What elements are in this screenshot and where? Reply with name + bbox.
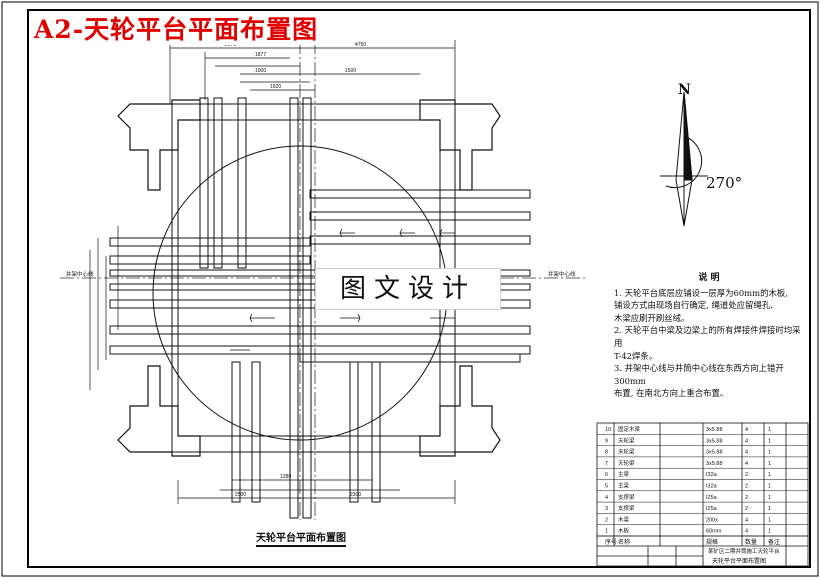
dimension-lines-left [89, 226, 119, 390]
title-block-cell: 60mm [706, 529, 722, 535]
title-block-cell: 2 [605, 517, 608, 523]
title-block-cell: 3x5.88 [706, 450, 723, 456]
title-block-cell: 4 [605, 495, 608, 501]
notes-line: 木梁应刷开刷丝绒。 [614, 312, 690, 323]
title-block-cell: 1 [768, 472, 771, 478]
title-block-cell: 1 [768, 517, 771, 523]
title-block-cell: 支撑梁 [618, 493, 635, 501]
title-block-cell: 1 [768, 438, 771, 444]
title-block-header: 序号 [605, 538, 617, 546]
angle-label: 270° [706, 174, 743, 192]
drawing-name: 天轮平台平面布置图 [712, 557, 766, 565]
watermark: 图文设计 [315, 268, 501, 310]
title-block-cell: 200x [706, 517, 718, 523]
title-block-cell: 3x5.88 [706, 461, 723, 467]
title-block-header: 备注 [768, 538, 780, 546]
centerline-label: 井架中心线 [548, 270, 576, 278]
dim-label: 1620 [270, 84, 281, 90]
title-block-cell: 3x5.88 [706, 427, 723, 433]
title-block-cell: 10 [605, 427, 611, 433]
title-block-header: 数量 [745, 538, 757, 546]
title-block-cell: 1 [768, 427, 771, 433]
title-block-cell: 主梁 [618, 470, 630, 478]
horizontal-beams [109, 189, 531, 363]
title-block-cell: 6 [605, 472, 608, 478]
title-block-cell: 1 [768, 461, 771, 467]
title-block-cell: 木梁 [618, 515, 630, 523]
inner-border [27, 9, 811, 568]
dim-label: 4750 [355, 42, 366, 48]
notes-line: 铺设方式由现场自行确定, 绳道处应留绳孔, [614, 300, 773, 311]
dim-label: 2300 [350, 492, 361, 498]
notes-panel: 说 明 1. 天轮平台底层应铺设一层厚为60mm的木板, 铺设方式由现场自行确定… [614, 272, 804, 400]
title-block-cell: 天轮梁 [618, 436, 635, 444]
title-block-cell: 5 [605, 484, 608, 490]
title-block-cell: 1 [768, 450, 771, 456]
rope-arrows [230, 228, 455, 351]
title-block-cell: 3 [605, 506, 608, 512]
title-block-cell: 2 [745, 484, 748, 490]
notes-line: 布置, 在南北方向上重合布置。 [614, 388, 729, 399]
notes-line: 2. 天轮平台中梁及边梁上的所有焊接件焊接时均采用 [614, 325, 801, 348]
title-block-cell: I32a [706, 484, 718, 490]
dim-label: 1500 [345, 68, 356, 74]
dim-label: 1877 [255, 52, 266, 58]
drawing-title: A2-天轮平台平面布置图 [30, 15, 323, 45]
title-block-cell: 4 [745, 517, 748, 523]
title-block-cell: 4 [745, 427, 748, 433]
title-block-cell: 2 [745, 472, 748, 478]
title-block-cell: 1 [768, 529, 771, 535]
title-block-cell: 8 [605, 450, 608, 456]
title-block-cell: 支撑梁 [618, 504, 635, 512]
title-block-header: 名称 [618, 538, 630, 546]
title-block-header: 规格 [706, 538, 718, 546]
centerline-label: 井架中心线 [66, 270, 94, 278]
title-block-cell: 9 [605, 438, 608, 444]
dimension-text-top: 2670 4750 1877 1900 1500 1620 [225, 42, 366, 90]
dim-label: 1280 [280, 474, 291, 480]
title-block-cell: 天轮梁 [618, 448, 635, 456]
title-block-cell: 4 [745, 461, 748, 467]
title-block-cell: 4 [745, 529, 748, 535]
north-label: N [678, 82, 691, 98]
vertical-beams [199, 97, 381, 519]
notes-line: 1. 天轮平台底层应铺设一层厚为60mm的木板, [614, 287, 788, 298]
notes-line: 3. 井架中心线与井筒中心线在东西方向上错开300mm [614, 363, 784, 386]
project-name: 某矿区二期井筒施工天轮平台 [708, 547, 780, 555]
title-block-cell: 1 [768, 506, 771, 512]
dim-label: 2500 [235, 492, 246, 498]
dim-label: 2670 [225, 42, 236, 48]
title-block-cell: 1 [605, 529, 608, 535]
title-block-cell: I32a [706, 472, 718, 478]
notes-line: T-42焊条。 [614, 350, 658, 361]
dimension-lines-top [169, 40, 456, 104]
title-block-cell: 7 [605, 461, 608, 467]
title-block-cell: 天轮梁 [618, 459, 635, 467]
dim-label: 1900 [255, 68, 266, 74]
title-block-cell: 主梁 [618, 482, 630, 490]
title-block-cell: 固定木梁 [618, 425, 641, 433]
dimension-lines-bottom [177, 479, 456, 504]
drawing-caption: 天轮平台平面布置图 [256, 529, 346, 547]
title-block-cell: 木板 [618, 527, 630, 535]
title-block-cell: 1 [768, 484, 771, 490]
title-block-cell: 3x5.88 [706, 438, 723, 444]
title-block-cell: 1 [768, 495, 771, 501]
title-block-cell: I25a [706, 506, 718, 512]
title-block-cell: 4 [745, 450, 748, 456]
compass [660, 91, 708, 227]
title-block-cell: 4 [745, 438, 748, 444]
title-block-cell: I25a [706, 495, 718, 501]
title-block-cell: 2 [745, 506, 748, 512]
title-block [596, 422, 809, 567]
title-block-cell: 2 [745, 495, 748, 501]
notes-heading: 说 明 [698, 273, 720, 283]
title-block-rows: 10 固定木梁 3x5.88 4 1 9 天轮梁 3x5.88 4 1 8 天轮梁 3x5.88 4 1 7 天… [597, 425, 808, 565]
dimension-text-bottom: 1280 2500 2300 [235, 474, 361, 498]
